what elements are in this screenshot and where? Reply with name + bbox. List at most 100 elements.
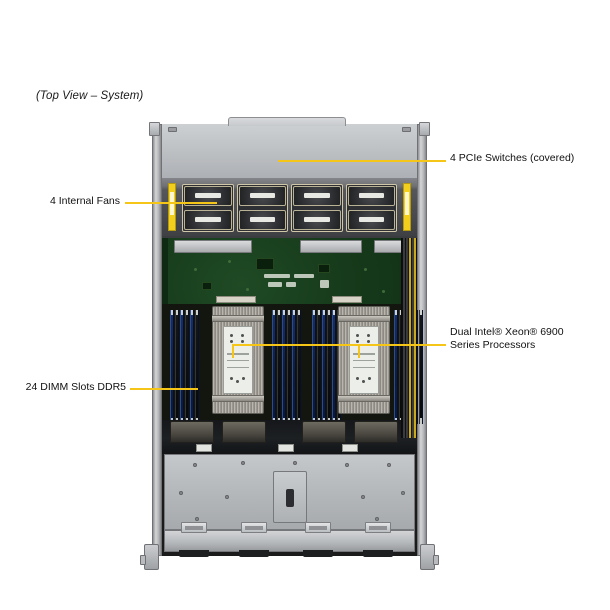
fan-rotor — [184, 186, 232, 207]
shroud-tab — [342, 444, 358, 452]
rear-bay-slot — [303, 550, 333, 557]
fan-module — [345, 184, 397, 232]
fan-release-handle-left — [168, 183, 176, 231]
dimm-slot — [195, 310, 199, 424]
rack-ear-bottom-left — [140, 544, 159, 570]
board-connector — [216, 296, 256, 303]
board-qr-label — [320, 280, 329, 288]
rear-bay-slot — [179, 550, 209, 557]
callout-processors-line-1: Dual Intel® Xeon® 6900 — [450, 326, 564, 338]
dimm-slot — [170, 310, 174, 424]
dimm-slot — [419, 310, 423, 424]
cover-center-tab — [228, 117, 346, 126]
cover-screw — [402, 127, 411, 132]
heatsink-band — [338, 395, 390, 402]
rack-ear-top-right — [419, 122, 430, 136]
callout-dimm-slots: 24 DIMM Slots DDR5 — [25, 381, 126, 393]
fan-rotor — [238, 186, 286, 207]
fan-module — [182, 184, 234, 232]
heatsink-band — [338, 315, 390, 322]
air-shroud-strip — [162, 420, 417, 454]
cpu-heatsink-1 — [212, 306, 264, 414]
heatsink-band — [212, 395, 264, 402]
board-chip — [318, 264, 330, 273]
board-component — [228, 260, 231, 263]
fan-rotor — [347, 209, 395, 230]
dimm-bank-left-outer — [170, 310, 199, 424]
fan-rotor — [238, 209, 286, 230]
dimm-slot — [312, 310, 316, 424]
rack-ear-bottom-right — [420, 544, 439, 570]
fan-rotor — [347, 186, 395, 207]
dimm-slot — [394, 310, 398, 424]
internal-fan-bay — [162, 178, 417, 238]
shroud-tab — [196, 444, 212, 452]
board-component — [246, 288, 249, 291]
dimm-bank-center-right — [312, 310, 341, 424]
heatsink-band — [212, 315, 264, 322]
rear-bay-block — [241, 522, 267, 533]
dimm-slot — [297, 310, 301, 424]
board-silkscreen — [294, 274, 314, 278]
board-regulatory-mark — [286, 282, 296, 287]
cpu-and-memory-region — [162, 304, 423, 436]
dimm-slot — [277, 310, 281, 424]
fan-module-row — [182, 184, 397, 232]
rack-ear-top-left — [149, 122, 160, 136]
board-silkscreen — [264, 274, 290, 278]
dimm-slot — [292, 310, 296, 424]
dimm-slot — [327, 310, 331, 424]
ear-knob — [433, 555, 439, 565]
board-chip — [256, 258, 274, 270]
chassis-left-rail — [152, 124, 162, 556]
shroud-block — [170, 421, 214, 443]
board-connector — [332, 296, 362, 303]
callout-processors-line-2: Series Processors — [450, 338, 536, 351]
shroud-block — [302, 421, 346, 443]
rear-bay-block — [181, 522, 207, 533]
cpu-label-plate — [223, 326, 253, 394]
shroud-block — [222, 421, 266, 443]
cpu-heatsink-2 — [338, 306, 390, 414]
leader-line-pcie-switches — [278, 160, 446, 162]
rear-bay-block — [365, 522, 391, 533]
board-component — [364, 268, 367, 271]
board-shield-bar — [174, 240, 252, 253]
callout-internal-fans: 4 Internal Fans — [49, 195, 120, 207]
rear-bay-block — [305, 522, 331, 533]
board-component — [382, 290, 385, 293]
fan-module — [236, 184, 288, 232]
fan-release-handle-right — [403, 183, 411, 231]
callout-processors: Dual Intel® Xeon® 6900 Series Processors — [450, 326, 564, 351]
callout-pcie-switches: 4 PCIe Switches (covered) — [450, 152, 575, 164]
rear-bay-slot — [239, 550, 269, 557]
shroud-tab — [278, 444, 294, 452]
dimm-slot — [322, 310, 326, 424]
dimm-slot — [272, 310, 276, 424]
fan-rotor — [293, 209, 341, 230]
leader-elbow-processor-2 — [358, 344, 360, 358]
board-component — [194, 268, 197, 271]
dimm-slot — [332, 310, 336, 424]
cover-screw — [168, 127, 177, 132]
dimm-bank-center-left — [272, 310, 301, 424]
dimm-slot — [180, 310, 184, 424]
lower-shield-plate — [164, 454, 415, 530]
rear-bay-slot — [363, 550, 393, 557]
cpu-label-plate — [349, 326, 379, 394]
chassis-interior — [162, 117, 423, 557]
bracket-slot — [285, 489, 294, 507]
leader-elbow-processor-1 — [232, 344, 234, 358]
fan-module — [291, 184, 343, 232]
dimm-slot — [190, 310, 194, 424]
dimm-slot — [282, 310, 286, 424]
shroud-block — [354, 421, 398, 443]
dimm-slot — [175, 310, 179, 424]
server-chassis-top-view — [140, 117, 439, 570]
figure-title: (Top View – System) — [36, 90, 144, 102]
pcie-switch-cover-plate — [162, 117, 417, 179]
bottom-rail — [164, 522, 415, 557]
ear-knob — [140, 555, 146, 565]
dimm-slot — [185, 310, 189, 424]
board-chip — [202, 282, 212, 290]
